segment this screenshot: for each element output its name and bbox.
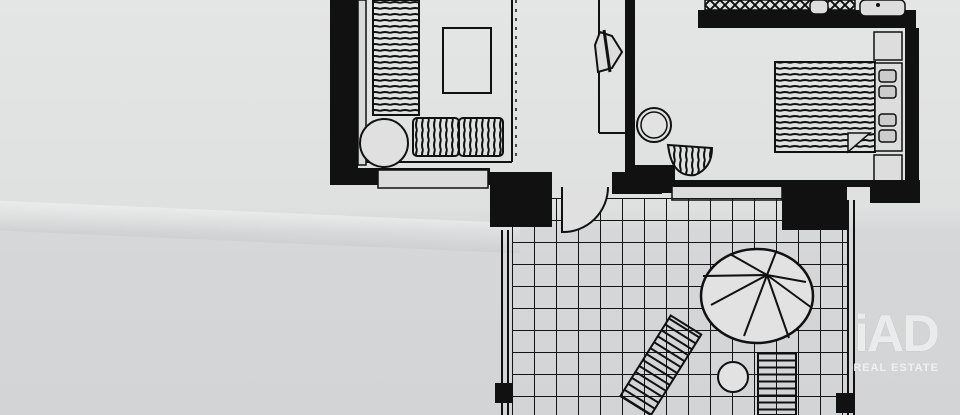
terrace-round-table [717, 361, 749, 393]
bedroom [625, 28, 920, 203]
toilet [809, 0, 829, 15]
round-side-table [359, 118, 409, 168]
pillar-left [490, 172, 552, 227]
round-table [636, 107, 672, 143]
sink [859, 0, 906, 17]
kitchen-strip [698, 0, 916, 28]
sofa-bottom-1 [412, 117, 460, 157]
terrace [490, 172, 855, 415]
armchair [666, 143, 714, 177]
hallway [593, 0, 635, 190]
sun-lounger-left [619, 314, 703, 415]
coffee-table [442, 27, 492, 94]
door-swing [561, 186, 609, 234]
watermark: iAD REAL ESTATE [846, 308, 946, 374]
living-room [330, 0, 517, 189]
sun-lounger-right [757, 352, 797, 415]
watermark-subtitle: REAL ESTATE [853, 362, 939, 374]
iad-logo: iAD [854, 305, 940, 363]
sofa-bottom-2 [458, 117, 504, 157]
pillar-right [782, 185, 847, 230]
sofa-left [372, 0, 420, 116]
patio-umbrella [699, 247, 815, 345]
